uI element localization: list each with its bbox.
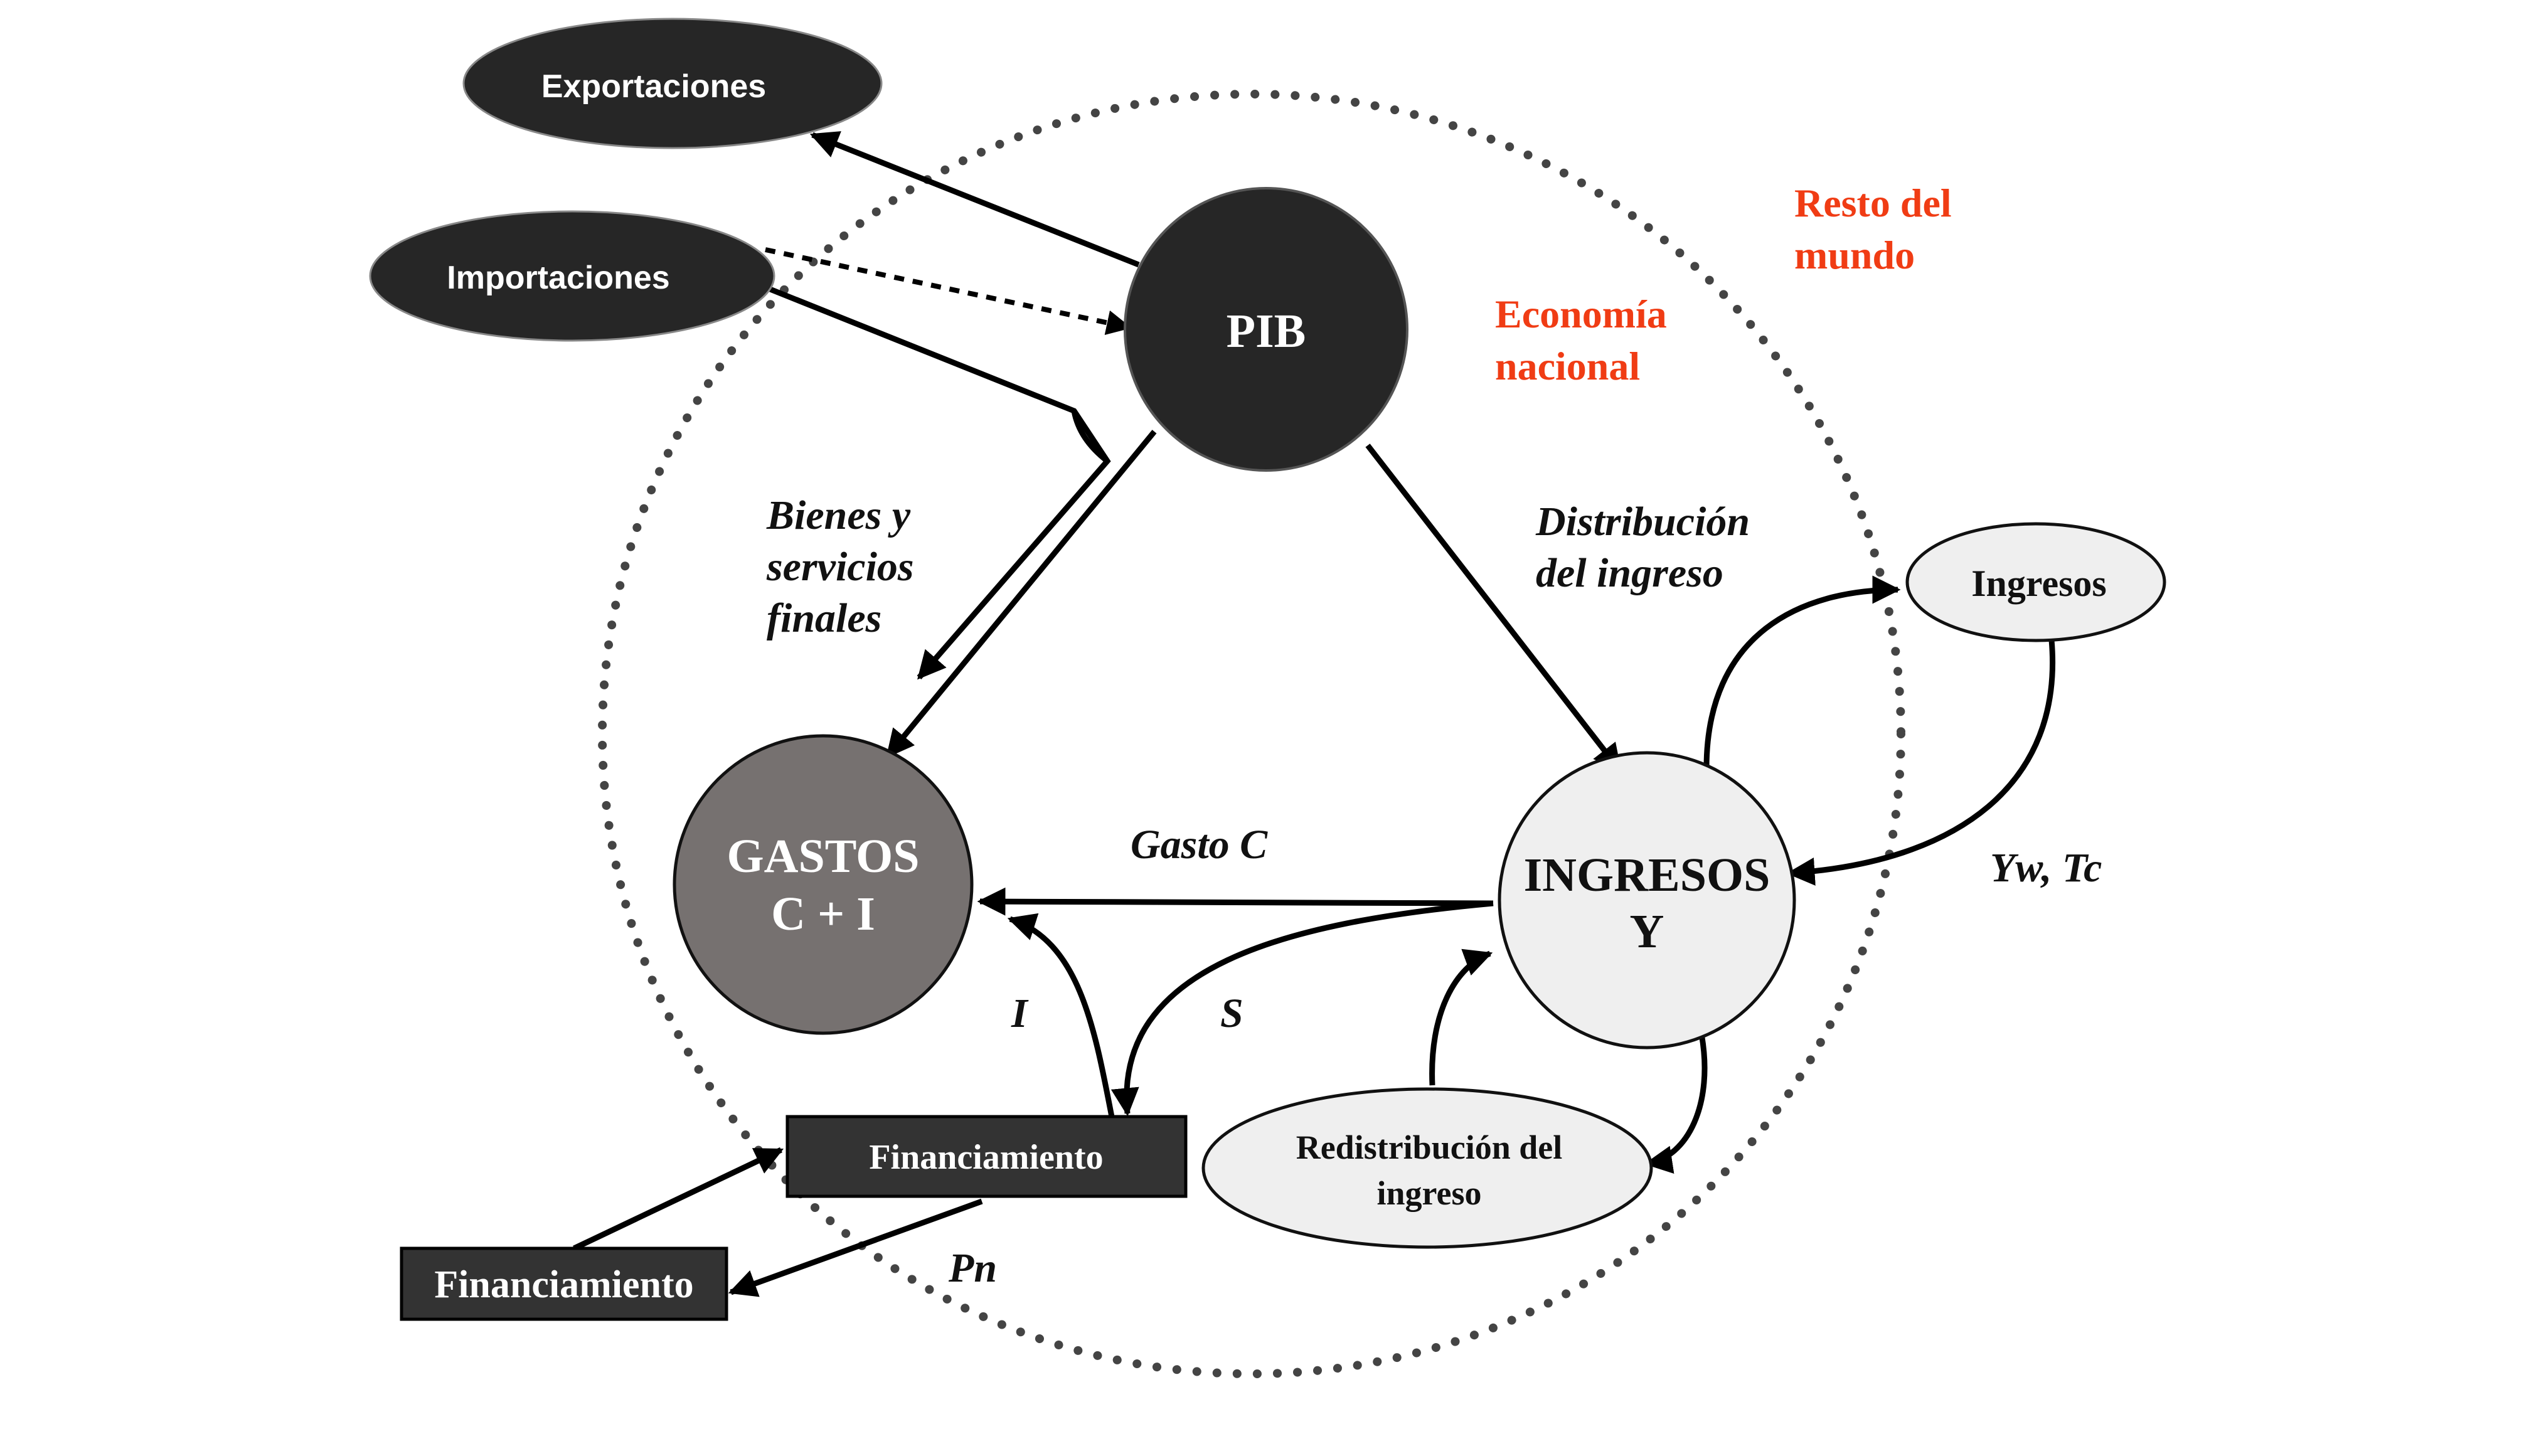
distribucion-ingreso-label-line2: del ingreso xyxy=(1536,550,1723,596)
bienes-servicios-label: Bienes y xyxy=(766,492,911,538)
svg-text:PIB: PIB xyxy=(1227,305,1306,358)
arrow-importaciones-to-pib xyxy=(765,247,1132,336)
arrow-redistribucion-to-ingresos xyxy=(1429,949,1493,1086)
inversion-i-label: I xyxy=(1011,991,1029,1036)
gasto-c-label: Gasto C xyxy=(1131,822,1268,868)
svg-text:Financiamiento: Financiamiento xyxy=(869,1138,1103,1177)
svg-text:INGRESOS: INGRESOS xyxy=(1524,849,1770,901)
pn-label: Pn xyxy=(948,1245,997,1291)
bienes-servicios-label-line3: finales xyxy=(767,595,881,641)
distribucion-ingreso-label: Distribución xyxy=(1535,499,1750,545)
redistribucion-node: Redistribución del ingreso xyxy=(1201,1087,1653,1249)
ingresos-small-node: Ingresos xyxy=(1905,522,2166,642)
arrow-yw-tc xyxy=(1786,639,2055,886)
svg-text:Y: Y xyxy=(1630,905,1664,958)
arrow-gasto-c xyxy=(977,887,1494,916)
svg-text:GASTOS: GASTOS xyxy=(727,830,920,883)
arrow-ingresos-to-redistribucion xyxy=(1644,1033,1708,1174)
svg-text:Importaciones: Importaciones xyxy=(447,260,669,296)
svg-text:ingreso: ingreso xyxy=(1376,1174,1481,1212)
rest-of-world-label: Resto del xyxy=(1794,181,1952,225)
svg-text:Financiamiento: Financiamiento xyxy=(434,1263,693,1306)
arrow-ingresos-to-ingresos-small xyxy=(1703,575,1901,769)
rest-of-world-label-line2: mundo xyxy=(1794,233,1915,277)
arrow-pib-to-gastos xyxy=(885,430,1157,758)
svg-text:Redistribución del: Redistribución del xyxy=(1296,1129,1563,1166)
bienes-servicios-label-line2: servicios xyxy=(766,544,914,590)
yw-tc-label: Yw, Tc xyxy=(1990,845,2102,891)
arrow-fin-inner-to-outer xyxy=(728,1198,983,1297)
financiamiento-outer-box: Financiamiento xyxy=(400,1246,728,1321)
arrow-importaciones-to-gastos xyxy=(755,280,1111,680)
svg-text:C + I: C + I xyxy=(771,888,875,940)
arrow-pib-to-ingresos xyxy=(1365,444,1622,773)
arrow-inversion-i xyxy=(1007,913,1115,1117)
arrow-fin-outer-to-inner xyxy=(573,1147,784,1251)
ahorro-s-label: S xyxy=(1220,991,1243,1036)
exportaciones-node: Exportaciones xyxy=(462,18,883,149)
import-brace xyxy=(1071,410,1109,464)
ingresos-node: INGRESOS Y xyxy=(1498,751,1796,1049)
gastos-node: GASTOS C + I xyxy=(673,734,974,1035)
svg-text:Ingresos: Ingresos xyxy=(1971,563,2107,604)
national-economy-label: Economía xyxy=(1495,292,1667,336)
national-economy-boundary xyxy=(598,90,1905,1378)
pib-node: PIB xyxy=(1124,187,1408,472)
arrow-ahorro-s xyxy=(1110,900,1494,1117)
financiamiento-inner-box: Financiamiento xyxy=(785,1115,1188,1198)
national-economy-label-line2: nacional xyxy=(1495,344,1640,388)
importaciones-node: Importaciones xyxy=(369,210,775,342)
arrow-pib-to-exportaciones xyxy=(809,131,1140,268)
svg-text:Exportaciones: Exportaciones xyxy=(541,68,766,105)
